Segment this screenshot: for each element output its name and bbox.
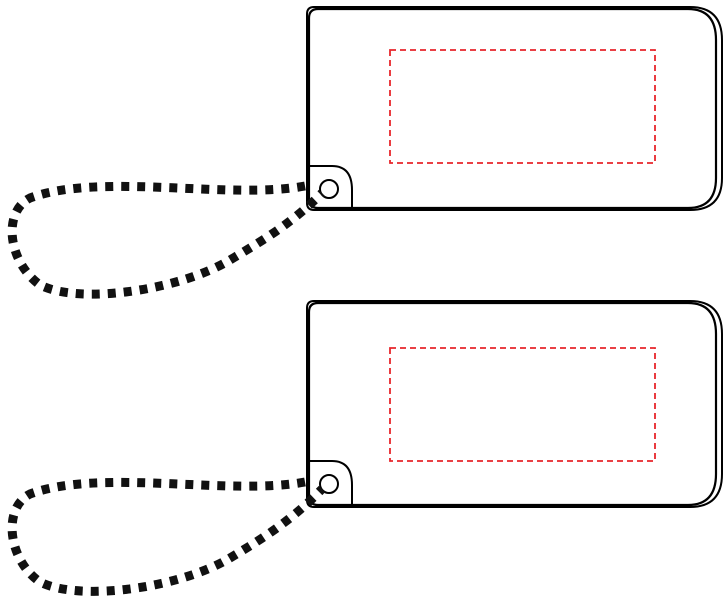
tag-top-imprint-area	[389, 49, 656, 164]
tag-bottom-strap	[7, 477, 326, 596]
tag-bottom-body	[307, 301, 718, 507]
tag-bottom-imprint-area	[389, 347, 656, 462]
tag-bottom-keyring-tab	[309, 460, 353, 505]
tag-top-strap	[7, 181, 326, 299]
tag-bottom-keyring-hole	[319, 474, 339, 494]
tag-top	[7, 6, 723, 299]
tag-bottom	[7, 300, 723, 596]
tag-top-keyring-hole	[319, 179, 339, 199]
tag-top-body	[307, 7, 718, 210]
tag-top-keyring-tab	[309, 165, 353, 208]
